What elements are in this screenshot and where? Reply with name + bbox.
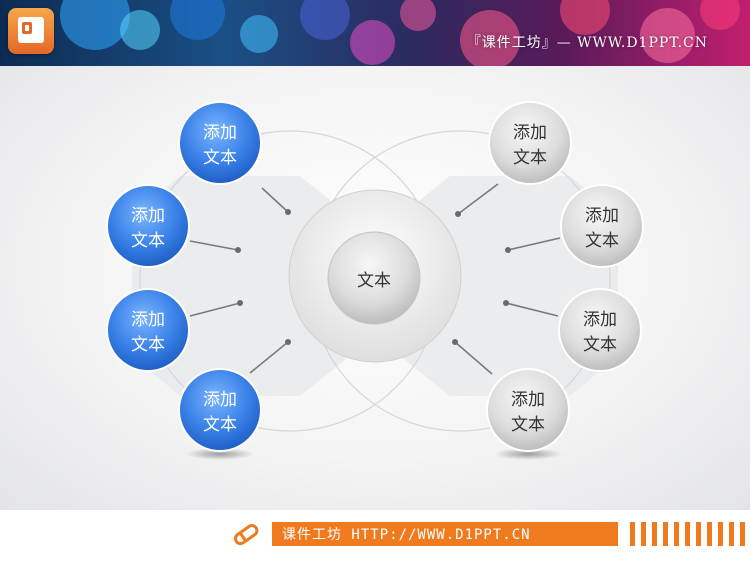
left-connector-dots xyxy=(235,209,291,345)
footer-stripe xyxy=(696,522,701,546)
right-node-1[interactable]: 添加 文本 xyxy=(488,101,572,185)
footer-stripe xyxy=(652,522,657,546)
node-line1: 添加 xyxy=(131,310,165,330)
center-label: 文本 xyxy=(357,271,391,291)
pencil-icon xyxy=(233,524,259,546)
footer-stripe xyxy=(685,522,690,546)
node-line1: 添加 xyxy=(203,390,237,410)
node-line1: 添加 xyxy=(203,123,237,143)
footer-stripe xyxy=(641,522,646,546)
right-node-3[interactable]: 添加 文本 xyxy=(558,288,642,372)
presentation-icon xyxy=(8,8,54,54)
footer-stripe xyxy=(740,522,745,546)
right-node-shadow xyxy=(494,448,562,460)
node-line1: 添加 xyxy=(511,390,545,410)
node-line2: 文本 xyxy=(585,231,619,251)
node-line2: 文本 xyxy=(131,335,165,355)
node-line1: 添加 xyxy=(131,206,165,226)
left-node-shadow xyxy=(186,448,254,460)
left-node-1[interactable]: 添加 文本 xyxy=(178,101,262,185)
node-line2: 文本 xyxy=(583,335,617,355)
right-connector-dots xyxy=(452,211,511,345)
center-hub-inner xyxy=(327,231,421,325)
node-line2: 文本 xyxy=(203,148,237,168)
footer-stripe xyxy=(663,522,668,546)
node-line2: 文本 xyxy=(513,148,547,168)
node-line2: 文本 xyxy=(131,231,165,251)
footer-bar xyxy=(272,522,618,546)
footer-stripe xyxy=(718,522,723,546)
node-line2: 文本 xyxy=(511,415,545,435)
footer-stripe xyxy=(674,522,679,546)
footer-link[interactable]: 课件工坊 HTTP://WWW.D1PPT.CN xyxy=(282,527,531,543)
left-node-3[interactable]: 添加 文本 xyxy=(106,288,190,372)
diagram-stage: 文本 添加 文本 xyxy=(0,66,750,510)
node-line1: 添加 xyxy=(513,123,547,143)
left-node-2[interactable]: 添加 文本 xyxy=(106,184,190,268)
hub-diagram: 文本 添加 文本 xyxy=(106,101,644,460)
header-banner: 『课件工坊』— WWW.D1PPT.CN xyxy=(0,0,750,66)
footer-stripe xyxy=(707,522,712,546)
right-connectors xyxy=(454,183,561,375)
header-title: 『课件工坊』— WWW.D1PPT.CN xyxy=(466,35,708,51)
node-line1: 添加 xyxy=(583,310,617,330)
footer-stripe xyxy=(630,522,635,546)
node-line2: 文本 xyxy=(203,415,237,435)
footer-stripe xyxy=(729,522,734,546)
node-line1: 添加 xyxy=(585,206,619,226)
left-connectors xyxy=(189,187,289,374)
left-node-4[interactable]: 添加 文本 xyxy=(178,368,262,452)
right-node-2[interactable]: 添加 文本 xyxy=(560,184,644,268)
right-node-4[interactable]: 添加 文本 xyxy=(486,368,570,452)
